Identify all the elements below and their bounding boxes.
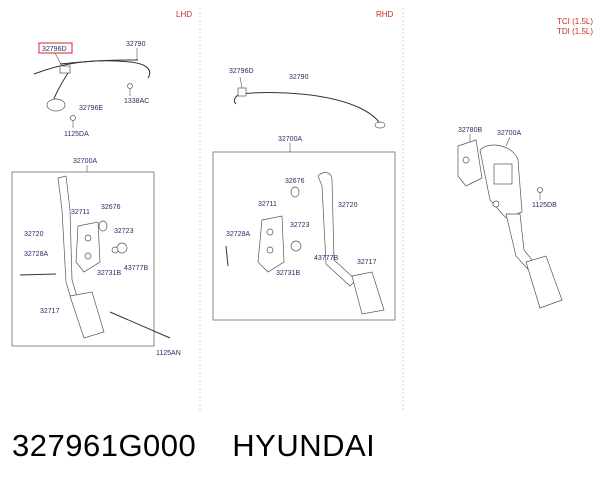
lhd-assembly-box	[11, 171, 155, 347]
label-l8: 32711	[71, 209, 90, 216]
label-r7: 32728A	[226, 231, 250, 238]
tci-pedal	[457, 139, 563, 309]
rhd-cable-assembly	[233, 76, 386, 129]
label-r6: 32720	[338, 202, 358, 209]
label-l7: 32676	[101, 204, 121, 211]
part-number: 327961G000	[12, 428, 197, 463]
section-tdi: TDI (1.5L)	[557, 27, 593, 36]
label-r8: 32723	[290, 222, 310, 229]
label-l6: 32700A	[73, 158, 97, 165]
label-l4: 1338AC	[124, 98, 149, 105]
rhd-assembly-box	[212, 151, 396, 321]
label-r1: 32796D	[229, 68, 254, 75]
label-t1: 32780B	[458, 127, 482, 134]
label-r5: 32711	[258, 201, 277, 208]
label-r9: 43777B	[314, 255, 338, 262]
label-l1: 32796D	[42, 46, 67, 53]
label-l12: 43777B	[124, 265, 148, 272]
parts-diagram: LHD RHD TCI (1.5L) TDI (1.5L) 32796D 327…	[11, 8, 593, 410]
label-l9: 32720	[24, 231, 44, 238]
label-t2: 32700A	[497, 130, 521, 137]
label-l11: 32728A	[24, 251, 48, 258]
label-r10: 32731B	[276, 270, 300, 277]
highlight-box-32796d	[38, 42, 73, 54]
label-l13: 32731B	[97, 270, 121, 277]
lhd-cable-assembly	[33, 59, 151, 128]
label-r2: 32790	[289, 74, 309, 81]
label-l14: 32717	[40, 308, 60, 315]
label-r11: 32717	[357, 259, 377, 266]
lhd-pedal	[19, 175, 171, 339]
label-l10: 32723	[114, 228, 134, 235]
label-l15: 1125AN	[156, 350, 181, 357]
label-l3: 32796E	[79, 105, 103, 112]
label-r3: 32700A	[278, 136, 302, 143]
section-lhd: LHD	[176, 10, 192, 19]
label-r4: 32676	[285, 178, 305, 185]
rhd-pedal	[225, 172, 385, 315]
section-tci: TCI (1.5L)	[557, 17, 593, 26]
footer: 327961G000 HYUNDAI	[12, 428, 375, 464]
label-t3: 1125DB	[532, 202, 557, 209]
section-rhd: RHD	[376, 10, 394, 19]
brand-name: HYUNDAI	[232, 428, 376, 463]
label-l5: 1125DA	[64, 131, 89, 138]
label-l2: 32790	[126, 41, 146, 48]
